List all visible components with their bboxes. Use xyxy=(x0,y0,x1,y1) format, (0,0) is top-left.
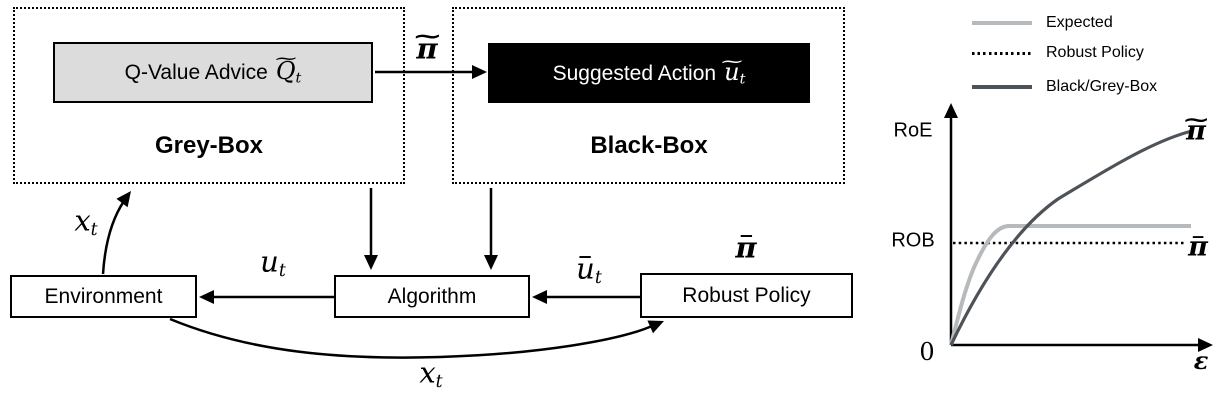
environment-to-greybox-arrow xyxy=(101,200,126,275)
chart-pi-tilde-label: ~π xyxy=(1181,107,1211,147)
black-box-title: Black-Box xyxy=(590,132,708,159)
epsilon-axis-label: ε xyxy=(1193,346,1209,375)
suggested-action-node: Suggested Action ~ut xyxy=(488,43,810,103)
legend-label-robust-policy: Robust Policy xyxy=(1046,44,1144,61)
suggested-action-text: Suggested Action xyxy=(552,61,717,85)
q-value-advice-text: Q-Value Advice xyxy=(124,61,268,84)
u-bar-t-arrowhead-icon xyxy=(532,290,547,304)
pi-bar-label: ¯π xyxy=(735,230,757,265)
environment-to-robustpolicy-arrow xyxy=(169,317,653,359)
origin-label: 0 xyxy=(919,338,935,366)
environment-node: Environment xyxy=(10,275,197,318)
blackbox-arrowhead-icon xyxy=(484,255,498,270)
x-t-loop-label: xt xyxy=(419,355,443,392)
expected-line-swatch-icon xyxy=(972,21,1032,25)
algorithm-node: Algorithm xyxy=(334,275,530,318)
legend-label-black-grey-box: Black/Grey-Box xyxy=(1046,78,1158,95)
x-t-loop-arrowhead-icon xyxy=(647,320,664,334)
greybox-arrowhead-icon xyxy=(364,255,378,270)
y-axis-arrowhead-icon xyxy=(944,103,958,118)
black-box-outline xyxy=(452,7,845,184)
robust-policy-line-swatch-icon xyxy=(972,51,1032,55)
u-t-arrowhead-icon xyxy=(199,290,214,304)
x-t-label: xt xyxy=(74,203,98,240)
q-value-advice-node: Q-Value Advice ~Qt xyxy=(53,42,373,103)
expected-curve xyxy=(949,224,1191,346)
black-grey-box-line-swatch-icon xyxy=(972,85,1032,89)
u-t-label: ut xyxy=(260,244,286,281)
legend-label-expected: Expected xyxy=(1046,14,1113,31)
x-t-arrowhead-icon xyxy=(116,191,131,208)
legend-row-black-grey-box: Black/Grey-Box xyxy=(972,77,1157,97)
u-bar-t-label: ¯ut xyxy=(576,251,602,288)
legend-row-expected: Expected xyxy=(972,13,1113,33)
chart-pi-bar-label: ¯π xyxy=(1188,231,1208,263)
grey-box-outline xyxy=(13,7,405,184)
u-tilde-t-math: ~ut xyxy=(718,50,746,88)
rob-level-label: ROB xyxy=(891,229,935,252)
q-tilde-t-math: ~Qt xyxy=(272,47,302,87)
legend-row-robust-policy: Robust Policy xyxy=(972,43,1144,63)
robust-policy-node: Robust Policy xyxy=(640,273,853,318)
pi-tilde-label: ~π xyxy=(411,24,443,66)
grey-box-title: Grey-Box xyxy=(154,132,264,159)
roe-axis-label: RoE xyxy=(893,119,933,142)
black-grey-box-curve xyxy=(949,129,1193,346)
